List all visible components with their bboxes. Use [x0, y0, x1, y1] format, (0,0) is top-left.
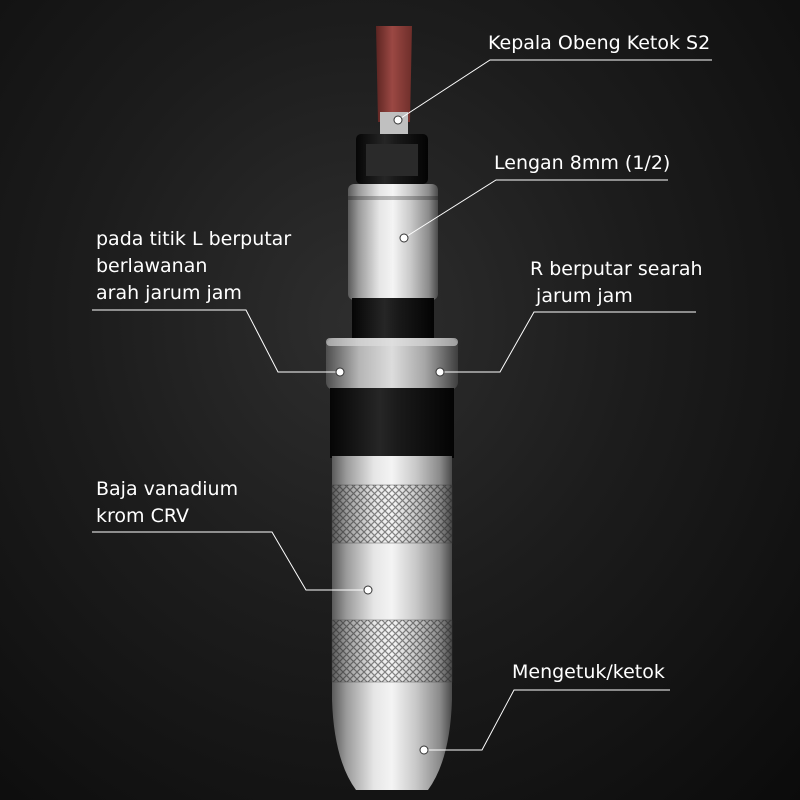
callout-dot-material	[363, 585, 373, 595]
callout-line-sleeve	[403, 179, 668, 239]
callout-text-rotate-right-1: R berputar searah	[530, 258, 703, 280]
callout-text-bit: Kepala Obeng Ketok S2	[488, 32, 711, 54]
screwdriver-bit	[376, 26, 412, 142]
handle	[331, 456, 453, 790]
callout-line-bit	[397, 59, 712, 121]
callout-lines	[92, 59, 712, 751]
callout-text-rotate-right-2: jarum jam	[530, 285, 633, 307]
callout-text-rotate-left-1: pada titik L berputar	[96, 228, 292, 250]
callout-label-material: Baja vanadium krom CRV	[96, 476, 238, 530]
handle-black-band	[330, 388, 454, 458]
callout-text-tap: Mengetuk/ketok	[512, 661, 665, 683]
callout-label-sleeve: Lengan 8mm (1/2)	[494, 150, 670, 177]
callout-text-material-1: Baja vanadium	[96, 478, 239, 500]
callout-dot-left	[335, 367, 345, 377]
callout-line-material	[92, 531, 368, 591]
rotation-ring	[326, 338, 458, 390]
callout-line-tap	[424, 689, 670, 751]
callout-dot-right	[435, 367, 445, 377]
callout-text-sleeve: Lengan 8mm (1/2)	[494, 152, 671, 174]
callout-line-right	[440, 311, 696, 373]
callout-dot-bit	[393, 115, 403, 125]
callout-text-rotate-left-3: arah jarum jam	[96, 282, 242, 304]
callout-line-left	[92, 309, 340, 373]
callout-text-material-2: krom CRV	[96, 505, 189, 527]
callout-label-bit: Kepala Obeng Ketok S2	[488, 30, 710, 57]
callout-label-rotate-left: pada titik L berputar berlawanan arah ja…	[96, 226, 291, 307]
callout-dot-sleeve	[399, 233, 409, 243]
callout-label-rotate-right: R berputar searah jarum jam	[530, 256, 703, 310]
callout-dot-tap	[419, 745, 429, 755]
callout-text-rotate-left-2: berlawanan	[96, 255, 208, 277]
socket-sleeve	[348, 134, 438, 300]
callout-dots	[335, 115, 445, 755]
callout-label-tap: Mengetuk/ketok	[512, 659, 665, 686]
